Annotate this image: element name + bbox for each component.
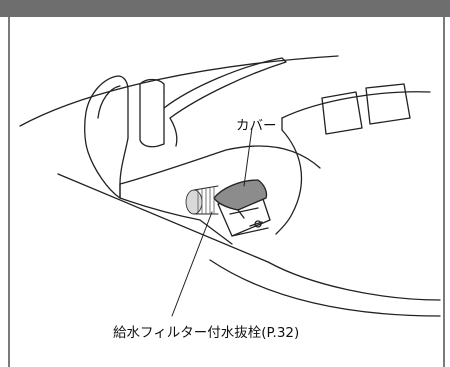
callout-cover-label: カバー [236, 118, 277, 134]
window-panel-2 [365, 83, 411, 125]
valve-housing-slot [229, 207, 259, 215]
header-bar [0, 0, 450, 17]
right-arc-inner [275, 129, 303, 235]
housing-front [119, 197, 233, 245]
right-frame-rule [443, 17, 445, 367]
left-frame-rule [8, 17, 10, 367]
upright-post [139, 83, 165, 148]
housing-top [119, 145, 321, 185]
valve-housing-base [231, 227, 269, 237]
handle-arm-side [169, 117, 178, 147]
handle-arm [163, 57, 287, 119]
upright-post-top [139, 78, 165, 93]
back-edge [209, 259, 441, 317]
valve-screw [254, 220, 262, 228]
leader-line-cover [243, 127, 253, 187]
valve-knob [249, 221, 263, 227]
right-arc-outer [281, 91, 431, 119]
callout-filter-valve-label: 給水フィルター付水抜栓(P.32) [113, 325, 300, 341]
cover-flap [213, 179, 268, 211]
floor-curve-right [267, 261, 441, 301]
window-panel-1 [321, 91, 363, 135]
leader-line-valve [171, 211, 213, 317]
body-shell-inner [97, 85, 121, 119]
floor-line-lower [57, 173, 269, 263]
cover-flap-edge [237, 209, 245, 219]
filter-cartridge [185, 185, 219, 215]
body-shell-left [84, 75, 129, 199]
floor-line-upper [19, 55, 339, 127]
